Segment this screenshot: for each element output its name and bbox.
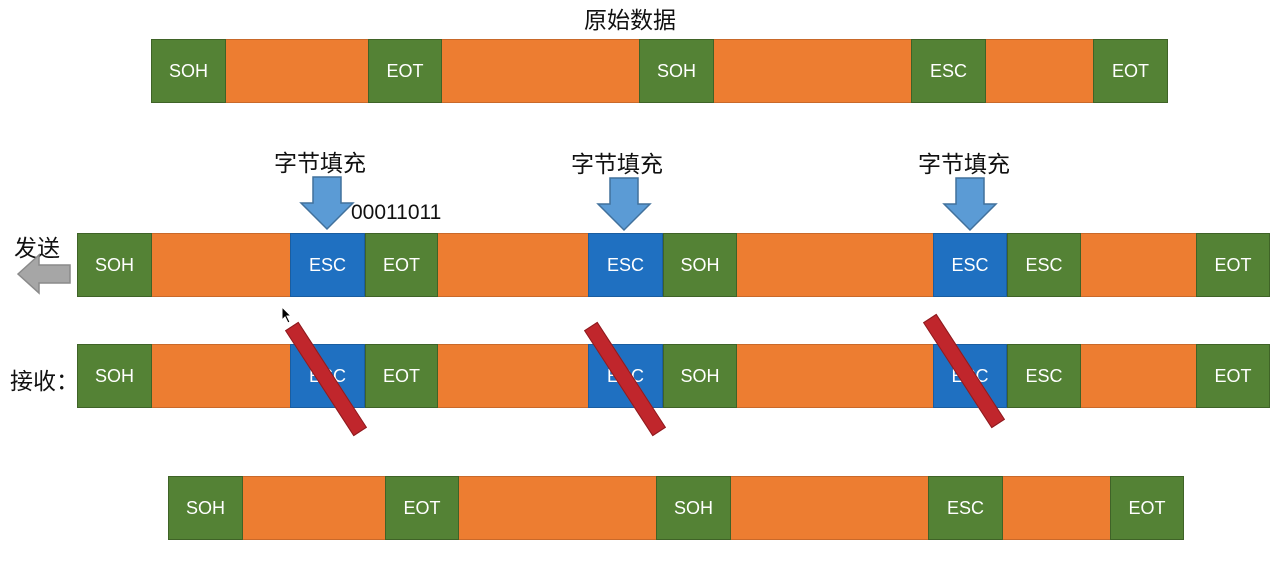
stuffing-label-2: 字节填充 [571, 152, 663, 178]
data-block [459, 476, 656, 540]
received-frame: SOH ESC EOT ESC SOH ESC ESC EOT [77, 344, 1270, 408]
data-block [737, 344, 933, 408]
soh-block: SOH [663, 233, 737, 297]
original-frame: SOH EOT SOH ESC EOT [151, 39, 1168, 103]
eot-block: EOT [368, 39, 442, 103]
data-block [1003, 476, 1110, 540]
data-block [152, 344, 290, 408]
esc-block: ESC [1007, 233, 1081, 297]
data-block [442, 39, 639, 103]
eot-block: EOT [385, 476, 459, 540]
stuffed-esc-block: ESC [290, 233, 365, 297]
eot-block: EOT [1196, 344, 1270, 408]
esc-bit-pattern: 00011011 [351, 201, 442, 224]
esc-block: ESC [1007, 344, 1081, 408]
eot-block: EOT [365, 344, 438, 408]
eot-block: EOT [1110, 476, 1184, 540]
data-block [1081, 233, 1196, 297]
soh-block: SOH [151, 39, 226, 103]
down-arrow-icon [942, 177, 998, 232]
stuffing-label-1: 字节填充 [274, 151, 366, 177]
eot-block: EOT [1093, 39, 1168, 103]
sent-frame: SOH ESC EOT ESC SOH ESC ESC EOT [77, 233, 1270, 297]
stuffing-label-3: 字节填充 [918, 152, 1010, 178]
down-arrow-icon [299, 176, 355, 231]
eot-block: EOT [1196, 233, 1270, 297]
soh-block: SOH [168, 476, 243, 540]
left-arrow-icon [17, 253, 71, 295]
data-block [438, 344, 588, 408]
data-block [243, 476, 385, 540]
data-block [986, 39, 1093, 103]
soh-block: SOH [77, 233, 152, 297]
restored-frame: SOH EOT SOH ESC EOT [168, 476, 1184, 540]
soh-block: SOH [663, 344, 737, 408]
cursor-icon [281, 306, 293, 324]
stuffed-esc-block: ESC [933, 233, 1007, 297]
eot-block: EOT [365, 233, 438, 297]
down-arrow-icon [596, 177, 652, 232]
data-block [731, 476, 928, 540]
data-block [1081, 344, 1196, 408]
esc-block: ESC [911, 39, 986, 103]
data-block [438, 233, 588, 297]
stuffed-esc-block: ESC [588, 233, 663, 297]
original-data-title: 原始数据 [584, 8, 676, 34]
receive-label: 接收： [10, 369, 79, 395]
soh-block: SOH [639, 39, 714, 103]
data-block [152, 233, 290, 297]
data-block [737, 233, 933, 297]
data-block [226, 39, 368, 103]
soh-block: SOH [656, 476, 731, 540]
data-block [714, 39, 911, 103]
esc-block: ESC [928, 476, 1003, 540]
soh-block: SOH [77, 344, 152, 408]
